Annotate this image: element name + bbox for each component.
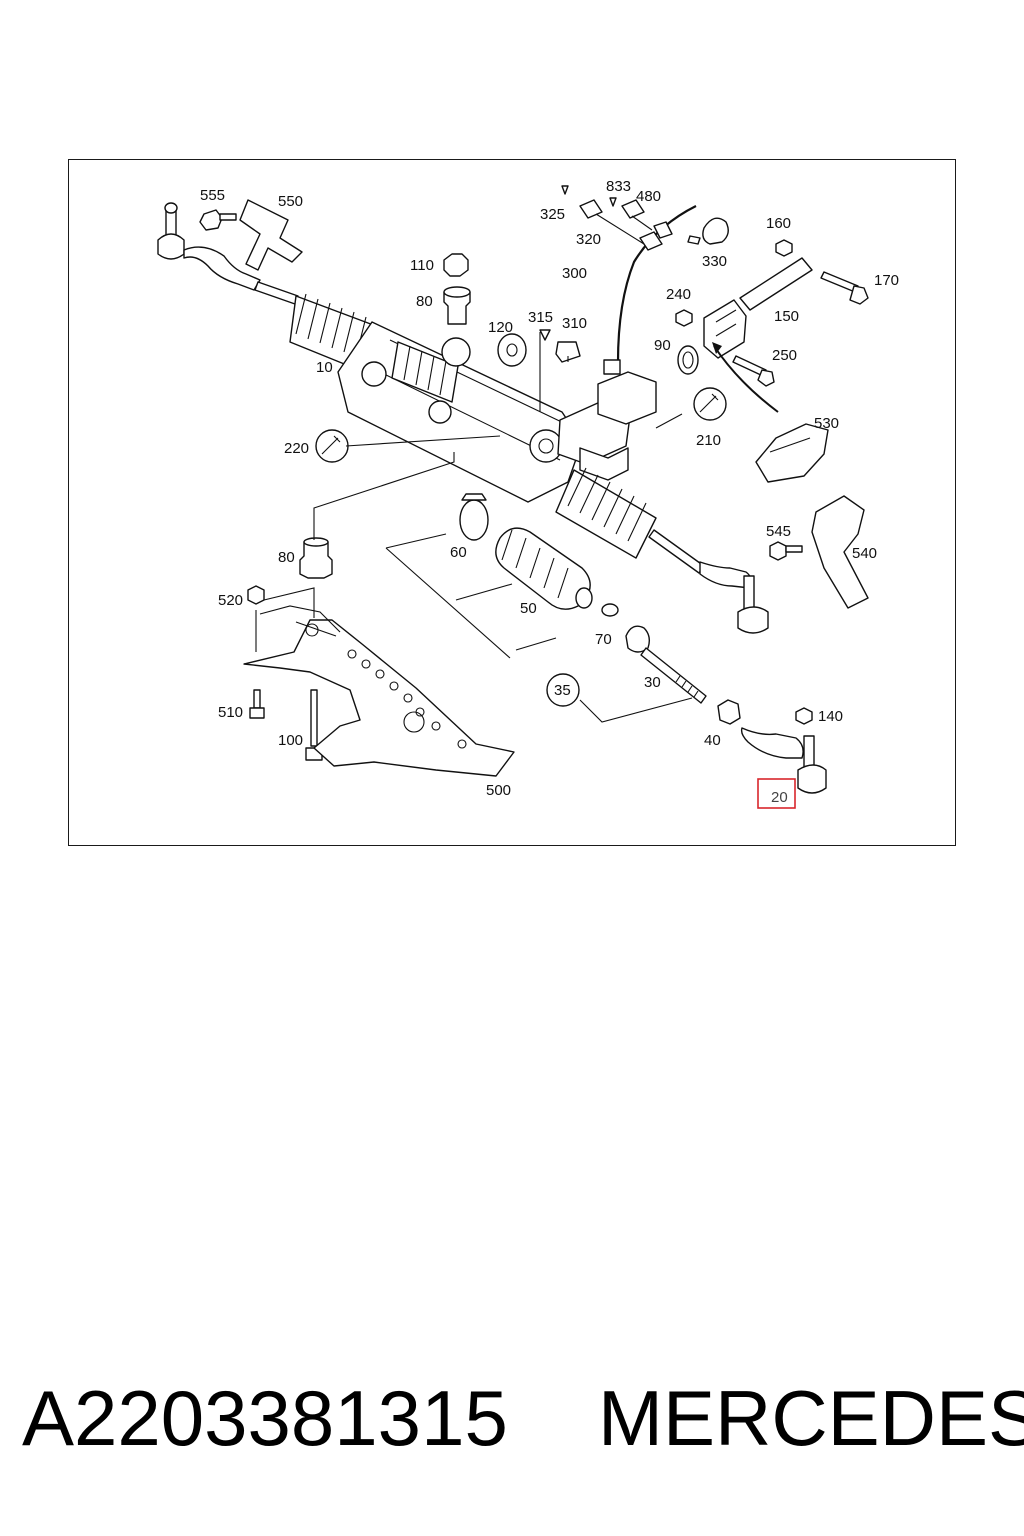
callout-540: 540 [852, 545, 877, 562]
callout-90: 90 [654, 337, 671, 354]
leader-lines [255, 332, 693, 723]
callout-315: 315 [528, 309, 553, 326]
bolt-555 [199, 209, 237, 231]
heat-shield-540 [811, 495, 869, 609]
crossmember-500 [243, 605, 515, 777]
callout-250: 250 [772, 347, 797, 364]
footer-caption: A2203381315 MERCEDES [22, 1368, 1024, 1468]
clamp-60 [459, 493, 489, 541]
steering-rack-assembly [157, 202, 769, 634]
callout-50: 50 [520, 600, 537, 617]
callout-110: 110 [410, 257, 434, 274]
callout-210: 210 [696, 432, 721, 449]
boot-50 [495, 527, 593, 610]
callout-20: 20 [771, 789, 788, 806]
wiring-harness-300 [561, 185, 697, 375]
callout-30: 30 [644, 674, 661, 691]
callout-170: 170 [874, 272, 899, 289]
bolt-545 [769, 541, 803, 561]
nut-240 [675, 309, 693, 327]
callout-35: 35 [554, 682, 571, 699]
callout-150: 150 [774, 308, 799, 325]
wrench-symbol-220 [315, 429, 349, 463]
part-number: A2203381315 [22, 1374, 508, 1462]
nut-110 [443, 253, 469, 277]
brand-name: MERCEDES [598, 1374, 1024, 1462]
callout-120: 120 [488, 319, 513, 336]
highlighted-callout-20[interactable]: 20 [757, 778, 796, 809]
nut-160 [775, 239, 793, 257]
outer-tie-rod-end-20 [740, 727, 827, 794]
wrench-symbol-210 [693, 387, 727, 421]
callout-545: 545 [766, 523, 791, 540]
seal-90 [677, 345, 699, 375]
clamp-330 [687, 217, 729, 245]
diagram-frame [68, 159, 956, 846]
callout-circle-35 [546, 673, 580, 707]
callout-520: 520 [218, 592, 243, 609]
heat-shield-550 [239, 199, 303, 271]
callout-300: 300 [562, 265, 587, 282]
callout-60: 60 [450, 544, 467, 561]
callout-10: 10 [316, 359, 333, 376]
callout-80-lower: 80 [278, 549, 295, 566]
callout-550: 550 [278, 193, 303, 210]
bolt-100 [305, 689, 323, 761]
bolt-250 [732, 355, 775, 387]
callout-330: 330 [702, 253, 727, 270]
sensor-310 [555, 341, 581, 363]
callout-310: 310 [562, 315, 587, 332]
callout-80-upper: 80 [416, 293, 433, 310]
callout-320: 320 [576, 231, 601, 248]
callout-530: 530 [814, 415, 839, 432]
callout-40: 40 [704, 732, 721, 749]
washer-120 [497, 333, 527, 367]
callout-555: 555 [200, 187, 225, 204]
bushing-80-upper [443, 286, 471, 325]
clip-315 [539, 329, 551, 341]
bolt-510 [249, 689, 265, 719]
callout-833: 833 [606, 178, 631, 195]
callout-140: 140 [818, 708, 843, 725]
callout-325: 325 [540, 206, 565, 223]
callout-100: 100 [278, 732, 303, 749]
callout-500: 500 [486, 782, 511, 799]
callout-labels: 555 550 833 480 325 320 330 160 170 110 … [200, 178, 899, 799]
bushing-80-lower [299, 537, 333, 579]
bolt-170 [820, 271, 869, 305]
callout-220: 220 [284, 440, 309, 457]
callout-70: 70 [595, 631, 612, 648]
bracket-530 [712, 342, 829, 483]
nut-40 [717, 699, 741, 725]
nut-520 [247, 585, 265, 605]
callout-510: 510 [218, 704, 243, 721]
callout-480: 480 [636, 188, 661, 205]
callout-160: 160 [766, 215, 791, 232]
inner-tie-rod-30 [625, 625, 707, 704]
nut-140 [795, 707, 813, 725]
callout-240: 240 [666, 286, 691, 303]
clip-70 [601, 603, 619, 617]
